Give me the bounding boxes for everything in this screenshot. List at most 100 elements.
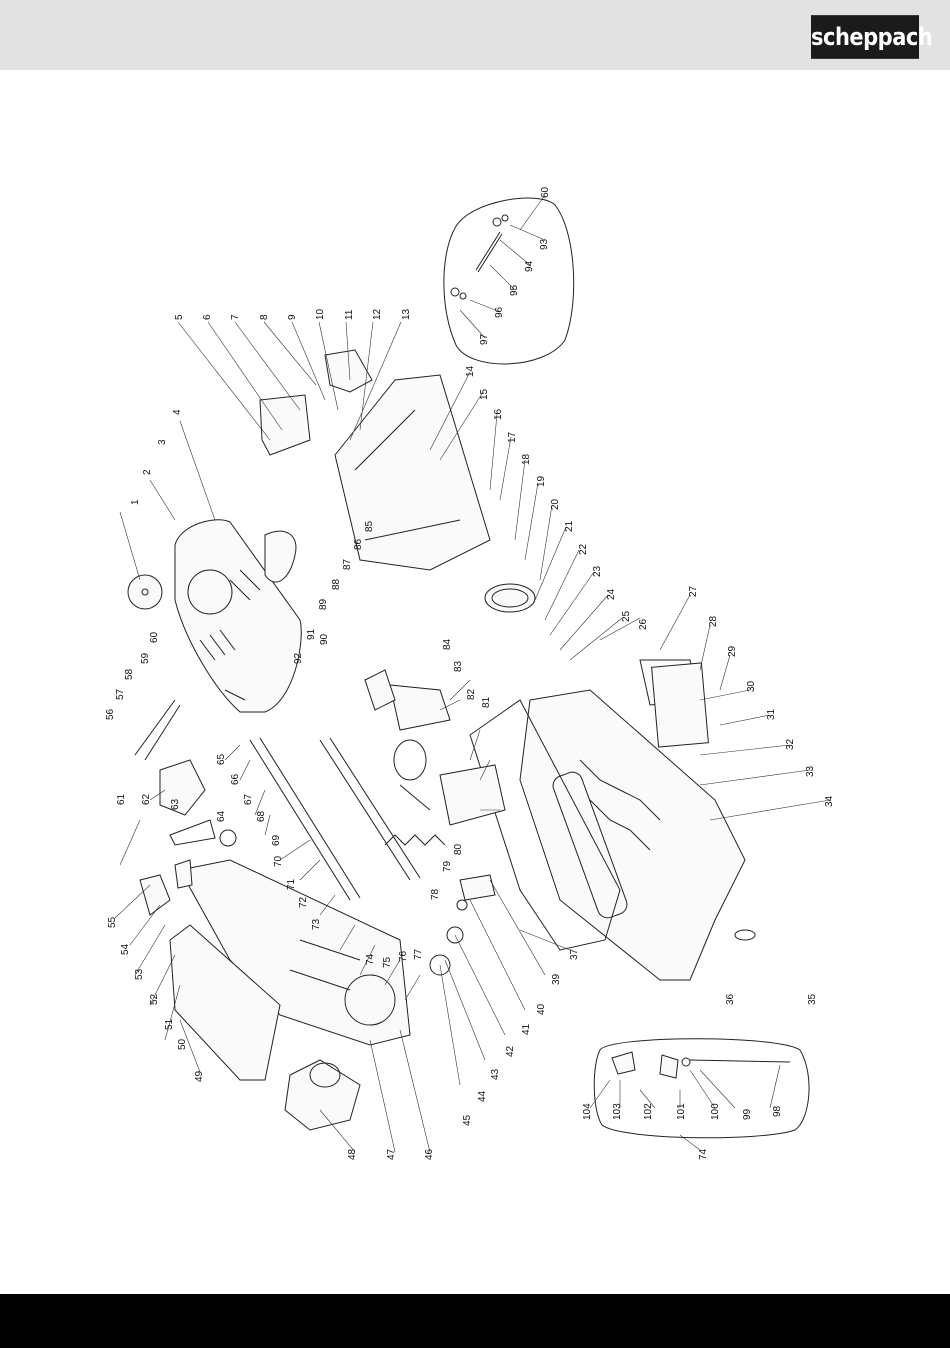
part-number: 2 [142, 469, 153, 475]
part-number: 65 [216, 753, 227, 765]
part-number: 103 [612, 1103, 623, 1120]
part-number: 60 [540, 186, 551, 198]
part-number: 104 [582, 1103, 593, 1120]
header-bar [0, 0, 950, 70]
part-number: 98 [772, 1105, 783, 1117]
part-number: 56 [105, 708, 116, 720]
part-number: 8 [259, 314, 270, 320]
part-number: 40 [536, 1003, 547, 1015]
part-number: 51 [164, 1018, 175, 1030]
part-number: 66 [230, 773, 241, 785]
part-number: 3 [157, 439, 168, 445]
part-number: 32 [785, 738, 796, 750]
part-number: 17 [507, 431, 518, 443]
part-number: 92 [293, 652, 304, 664]
part-number: 97 [479, 333, 490, 345]
part-number: 53 [134, 968, 145, 980]
part-number: 63 [170, 798, 181, 810]
part-number: 70 [273, 855, 284, 867]
part-number: 80 [453, 843, 464, 855]
part-number: 74 [365, 953, 376, 965]
part-number: 29 [727, 645, 738, 657]
part-number: 48 [347, 1148, 358, 1160]
part-number: 4 [172, 409, 183, 415]
part-number: 27 [688, 585, 699, 597]
part-number-labels: 1 2 3 4 5 6 7 8 9 10 11 12 13 14 15 16 1… [105, 186, 835, 1160]
part-number: 23 [592, 565, 603, 577]
part-number: 100 [710, 1103, 721, 1120]
part-number: 72 [298, 896, 309, 908]
part-number: 55 [107, 916, 118, 928]
part-number: 68 [256, 810, 267, 822]
part-number: 44 [477, 1090, 488, 1102]
part-number: 73 [311, 918, 322, 930]
part-number: 9 [287, 314, 298, 320]
part-number: 5 [174, 314, 185, 320]
part-number: 93 [539, 238, 550, 250]
part-number: 59 [140, 652, 151, 664]
part-number: 11 [344, 309, 355, 320]
part-number: 10 [315, 308, 326, 320]
part-number: 78 [430, 888, 441, 900]
part-number: 81 [481, 696, 492, 708]
part-number: 74 [698, 1148, 709, 1160]
part-number: 47 [386, 1148, 397, 1160]
part-number: 1 [130, 499, 141, 505]
part-number: 49 [194, 1070, 205, 1082]
part-number: 19 [536, 475, 547, 487]
part-number: 91 [306, 628, 317, 640]
part-number: 82 [466, 688, 477, 700]
part-number: 99 [742, 1108, 753, 1120]
part-number: 36 [725, 993, 736, 1005]
part-number: 16 [493, 408, 504, 420]
part-number: 101 [676, 1103, 687, 1120]
part-number: 34 [824, 795, 835, 807]
part-number: 87 [342, 558, 353, 570]
part-number: 33 [805, 765, 816, 777]
part-number: 69 [271, 834, 282, 846]
part-number: 31 [766, 708, 777, 720]
part-number: 37 [569, 948, 580, 960]
part-number: 60 [149, 631, 160, 643]
part-number: 6 [202, 314, 213, 320]
part-number: 52 [149, 993, 160, 1005]
part-number: 79 [442, 860, 453, 872]
diagram-shapes [114, 194, 831, 1153]
footer-bar [0, 1294, 950, 1348]
part-number: 77 [413, 948, 424, 960]
part-number: 90 [319, 633, 330, 645]
part-number: 30 [746, 680, 757, 692]
part-number: 15 [479, 388, 490, 400]
part-number: 45 [462, 1114, 473, 1126]
part-number: 102 [643, 1103, 654, 1120]
part-number: 64 [216, 810, 227, 822]
part-number: 96 [494, 306, 505, 318]
part-number: 54 [120, 943, 131, 955]
part-number: 14 [465, 365, 476, 377]
part-number: 25 [621, 610, 632, 622]
part-number: 35 [807, 993, 818, 1005]
part-number: 61 [116, 793, 127, 805]
part-number: 28 [708, 615, 719, 627]
part-number: 12 [372, 308, 383, 320]
part-number: 76 [398, 950, 409, 962]
part-number: 95 [509, 284, 520, 296]
part-number: 75 [382, 956, 393, 968]
part-number: 7 [230, 314, 241, 320]
brand-logo: scheppach [811, 15, 933, 59]
part-number: 71 [286, 878, 297, 890]
part-number: 67 [243, 793, 254, 805]
part-number: 42 [505, 1045, 516, 1057]
part-number: 26 [638, 618, 649, 630]
part-number: 62 [141, 793, 152, 805]
part-number: 57 [115, 688, 126, 700]
part-number: 22 [578, 543, 589, 555]
part-number: 41 [521, 1023, 532, 1035]
part-number: 43 [490, 1068, 501, 1080]
part-number: 88 [331, 578, 342, 590]
part-number: 20 [550, 498, 561, 510]
part-number: 58 [124, 668, 135, 680]
part-number: 83 [453, 660, 464, 672]
part-number: 39 [551, 973, 562, 985]
